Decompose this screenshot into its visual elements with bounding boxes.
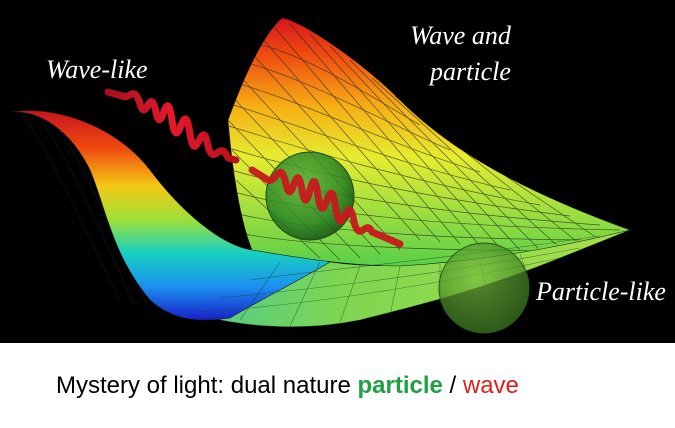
illustration-canvas [9,17,632,334]
right-surface-grid [228,21,621,261]
particle-like-label: Particle-like [536,277,666,306]
wave-and-particle-label-line1: Wave and [410,21,511,50]
particle-like-sphere [438,242,530,334]
left-surface [9,110,331,321]
wave-like-packet [104,88,240,164]
wave-like-label: Wave-like [46,55,148,84]
caption-particle-word: particle [357,372,443,399]
wave-and-particle-label-line2: particle [430,57,511,86]
caption-separator: / [442,372,463,399]
dual-nature-illustration: Wave-like Wave and particle Particle-lik… [0,0,675,343]
caption-area [0,343,675,428]
caption-wave-word: wave [462,372,519,399]
wave-through-sphere [248,166,404,248]
caption: Mystery of light: dual nature particle /… [56,372,519,400]
caption-prefix: Mystery of light: dual nature [56,372,358,399]
